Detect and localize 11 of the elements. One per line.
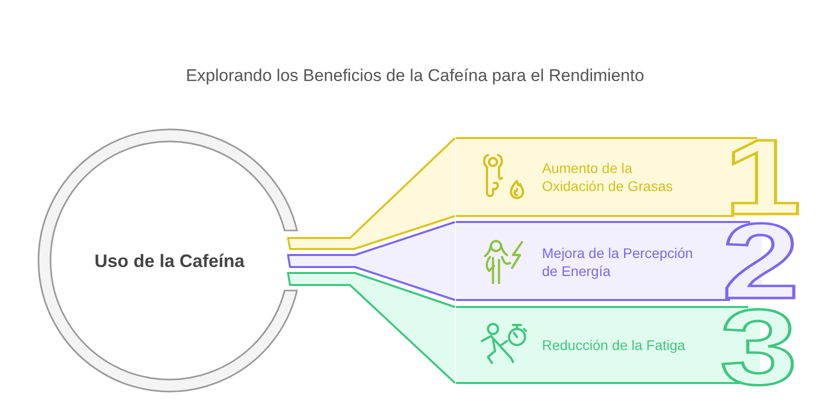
step-number: 3 bbox=[720, 305, 798, 388]
band-label: Reducción de la Fatiga bbox=[542, 336, 686, 354]
ribbon-connector bbox=[287, 221, 456, 301]
diagram-title: Explorando los Beneficios de la Cafeína para el Rendimiento bbox=[186, 65, 644, 86]
step-number: 1 bbox=[724, 135, 802, 218]
band-label: Aumento de la Oxidación de Grasas bbox=[542, 159, 674, 195]
center-label: Uso de la Cafeína bbox=[94, 250, 245, 272]
ribbon-connector bbox=[287, 137, 456, 250]
band-label: Mejora de la Percepción de Energía bbox=[542, 244, 694, 280]
ribbon-connector bbox=[287, 272, 456, 384]
step-number: 2 bbox=[722, 219, 800, 302]
